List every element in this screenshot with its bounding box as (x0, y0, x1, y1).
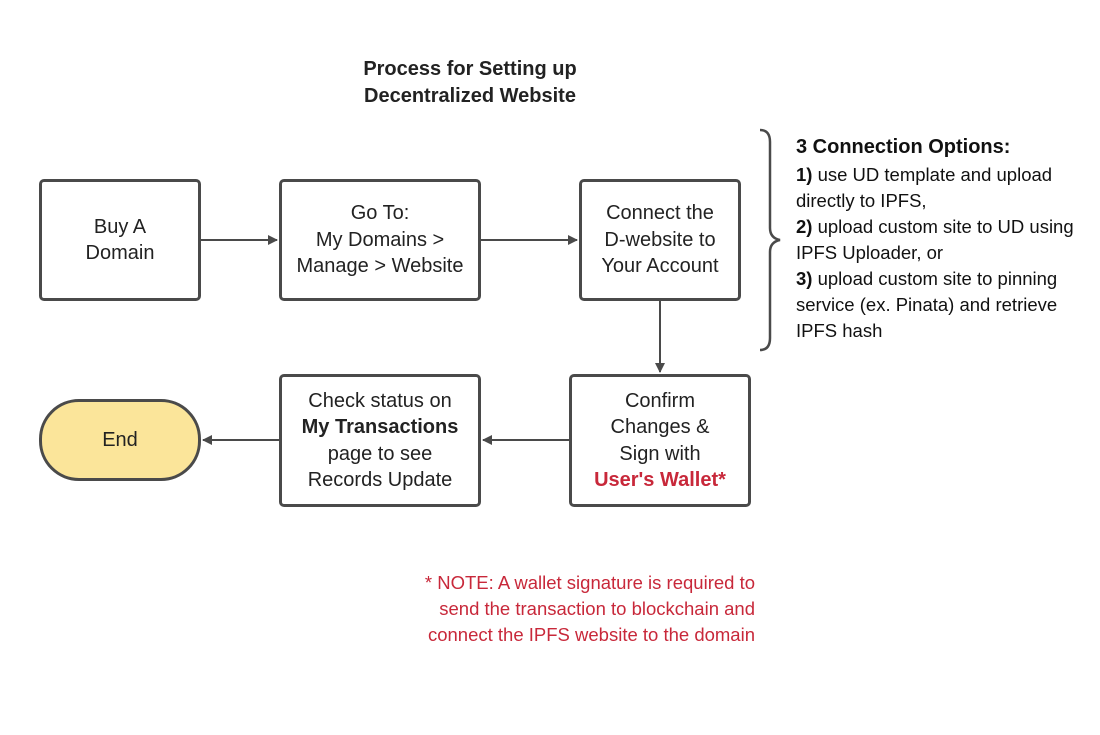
step-go-to: Go To: My Domains > Manage > Website (279, 179, 481, 301)
connection-option-2: 2) upload custom site to UD using IPFS U… (796, 214, 1086, 266)
step-connect-website: Connect the D-website to Your Account (579, 179, 741, 301)
my-transactions-label: My Transactions (301, 416, 459, 438)
step-buy-domain-line-1: Buy A (93, 215, 147, 238)
connection-options-heading: 3 Connection Options: (796, 136, 1011, 158)
connection-options: 3 Connection Options: 1) use UD template… (796, 134, 1086, 344)
step-connect-line-1: Connect the (606, 202, 714, 225)
step-check-status: Check status on My Transactions page to … (279, 374, 481, 507)
connection-option-1: 1) use UD template and upload directly t… (796, 162, 1086, 214)
step-confirm-line-1: Confirm (624, 389, 695, 412)
end-terminal: End (39, 399, 201, 481)
wallet-note-line-1: * NOTE: A wallet signature is required t… (424, 572, 755, 593)
step-check-line-1: Check status on (308, 389, 452, 412)
step-confirm-line-3: Sign with (619, 442, 701, 465)
step-buy-domain-line-2: Domain (85, 242, 155, 264)
step-check-line-3: page to see (327, 442, 433, 465)
option-1-number: 1) (796, 164, 813, 185)
wallet-note-line-3: connect the IPFS website to the domain (427, 624, 755, 645)
step-connect-line-2: D-website to (604, 228, 716, 251)
step-go-to-line-1: Go To: (350, 202, 410, 225)
users-wallet-highlight: User's Wallet* (594, 469, 726, 491)
step-confirm-changes: Confirm Changes & Sign with User's Walle… (569, 374, 751, 507)
diagram-title-line-2: Decentralized Website (364, 85, 576, 107)
option-3-text: upload custom site to pinning service (e… (796, 268, 1058, 341)
wallet-note-line-2: send the transaction to blockchain and (439, 598, 755, 619)
step-go-to-line-2: My Domains > (315, 228, 445, 251)
step-check-line-4: Records Update (307, 469, 453, 491)
option-2-number: 2) (796, 216, 813, 237)
connection-option-3: 3) upload custom site to pinning service… (796, 266, 1086, 344)
option-3-number: 3) (796, 268, 813, 289)
option-1-text: use UD template and upload directly to I… (796, 164, 1053, 211)
option-2-text: upload custom site to UD using IPFS Uplo… (796, 216, 1074, 263)
diagram-title-line-1: Process for Setting up (363, 58, 577, 80)
step-go-to-line-3: Manage > Website (296, 255, 464, 278)
wallet-note: * NOTE: A wallet signature is required t… (340, 570, 755, 648)
step-connect-line-3: Your Account (601, 255, 719, 278)
step-confirm-line-2: Changes & (610, 416, 710, 438)
options-brace (759, 128, 781, 352)
step-buy-domain: Buy A Domain (39, 179, 201, 301)
end-label: End (102, 428, 138, 451)
diagram-title: Process for Setting up Decentralized Web… (300, 56, 640, 110)
